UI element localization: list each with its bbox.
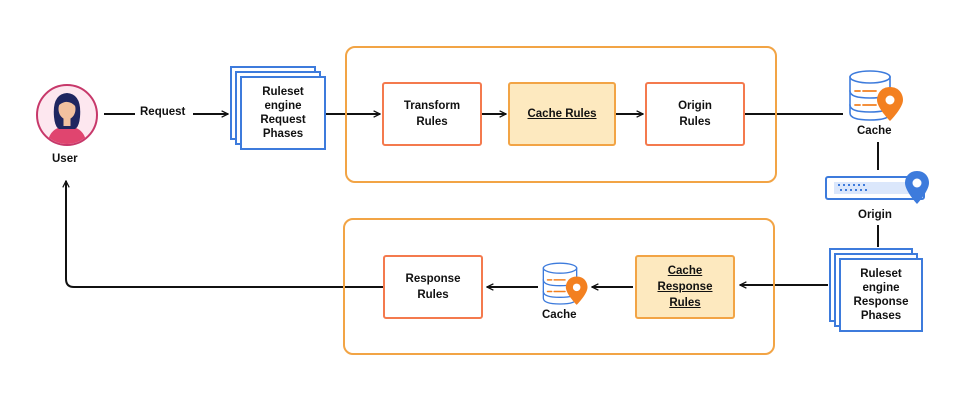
phase-line: Response <box>853 296 909 308</box>
rule-line: Rules <box>416 116 448 128</box>
request-rules-group <box>345 46 777 183</box>
response-phases-stack: Ruleset engine Response Phases <box>829 248 925 334</box>
cache-rules-box: Cache Rules <box>508 82 616 146</box>
rule-line: Response <box>405 273 461 285</box>
phase-line: Phases <box>860 310 902 322</box>
rule-line: Rules <box>669 297 701 309</box>
response-rules-group <box>343 218 775 355</box>
database-pin-icon <box>849 70 903 121</box>
rule-line: Cache Rules <box>527 108 597 120</box>
cache-top-label: Cache <box>857 125 892 137</box>
cache-response-rules-box: Cache Response Rules <box>635 255 735 319</box>
request-phases-box: Ruleset engine Request Phases <box>240 76 326 150</box>
database-pin-icon <box>542 262 588 305</box>
request-phases-stack: Ruleset engine Request Phases <box>230 66 328 152</box>
phase-line: Ruleset <box>860 268 902 280</box>
rule-line: Cache <box>667 265 703 277</box>
user-label: User <box>52 153 78 165</box>
phase-line: engine <box>862 282 900 294</box>
user-avatar-icon <box>36 84 98 146</box>
cache-bottom-label: Cache <box>542 309 577 321</box>
rule-line: Rules <box>417 289 449 301</box>
phase-line: Phases <box>262 128 304 140</box>
rule-line: Origin <box>678 100 712 112</box>
response-phases-box: Ruleset engine Response Phases <box>839 258 923 332</box>
phase-line: Request <box>260 114 306 126</box>
transform-rules-box: Transform Rules <box>382 82 482 146</box>
origin-rules-box: Origin Rules <box>645 82 745 146</box>
origin-label: Origin <box>858 209 892 221</box>
phase-line: engine <box>264 100 302 112</box>
request-label: Request <box>140 106 186 118</box>
rule-line: Rules <box>679 116 711 128</box>
rule-line: Transform <box>403 100 461 112</box>
arrow-response-rules-to-user <box>66 181 383 288</box>
response-rules-box: Response Rules <box>383 255 483 319</box>
server-pin-icon <box>825 171 929 204</box>
phase-line: Ruleset <box>262 86 304 98</box>
rule-line: Response <box>657 281 713 293</box>
